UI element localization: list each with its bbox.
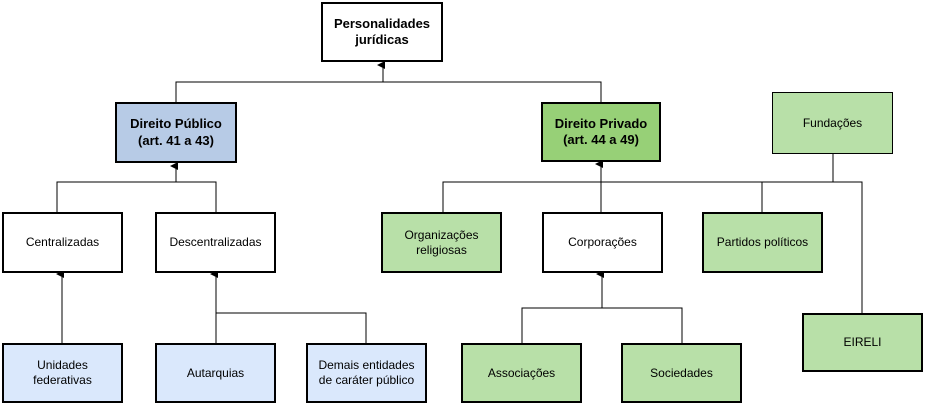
connector-eireli <box>833 181 863 313</box>
node-sociedades-label: Sociedades <box>650 365 713 380</box>
node-sociedades: Sociedades <box>621 343 742 403</box>
connector-root <box>175 81 602 102</box>
node-centralizadas-label: Centralizadas <box>25 235 100 249</box>
node-eireli-label: EIRELI <box>843 335 882 349</box>
node-centralizadas: Centralizadas <box>2 212 123 273</box>
node-unidades-federativas-label: Unidades federativas <box>33 358 92 387</box>
node-organizacoes-religiosas: Organizações religiosas <box>381 212 502 273</box>
node-organizacoes-religiosas-label: Organizações religiosas <box>404 227 479 257</box>
node-fundacoes: Fundações <box>772 92 893 154</box>
node-corporacoes-label: Corporações <box>568 235 637 249</box>
node-partidos-politicos: Partidos políticos <box>702 212 823 273</box>
node-associacoes: Associações <box>461 343 582 403</box>
node-partidos-politicos-label: Partidos políticos <box>716 235 809 249</box>
node-autarquias-label: Autarquias <box>186 365 245 380</box>
node-eireli: EIRELI <box>802 313 923 372</box>
node-fundacoes-label: Fundações <box>802 115 863 130</box>
node-unidades-federativas: Unidades federativas <box>2 343 123 403</box>
node-root: Personalidades jurídicas <box>321 2 443 62</box>
node-direito-privado-label: Direito Privado (art. 44 a 49) <box>554 115 648 147</box>
connector-publico <box>56 181 217 212</box>
node-demais-entidades-label: Demais entidades de caráter público <box>318 358 415 387</box>
node-direito-privado: Direito Privado (art. 44 a 49) <box>541 102 661 162</box>
connector-descentralizadas <box>215 312 367 343</box>
node-corporacoes: Corporações <box>542 212 663 273</box>
node-demais-entidades: Demais entidades de caráter público <box>306 343 427 403</box>
node-direito-publico-label: Direito Público (art. 41 a 43) <box>130 116 222 148</box>
connector-privado <box>442 181 833 212</box>
node-descentralizadas-label: Descentralizadas <box>169 235 262 249</box>
node-autarquias: Autarquias <box>155 343 276 403</box>
node-associacoes-label: Associações <box>487 365 556 380</box>
node-direito-publico: Direito Público (art. 41 a 43) <box>115 102 237 163</box>
connector-corporacoes-children <box>521 307 683 343</box>
node-root-label: Personalidades jurídicas <box>333 15 431 47</box>
node-descentralizadas: Descentralizadas <box>155 212 276 273</box>
